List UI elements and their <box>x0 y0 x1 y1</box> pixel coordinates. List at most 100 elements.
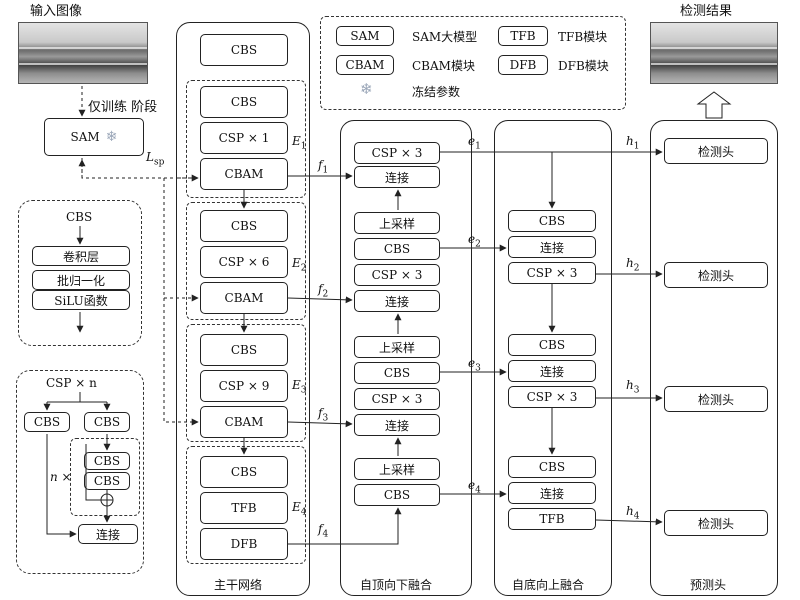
td-concat-2: 连接 <box>354 290 440 312</box>
e4-out-label: e4 <box>468 478 481 496</box>
legend-snowflake-icon: ❄ <box>360 80 373 98</box>
train-only-note: 仅训练 阶段 <box>88 100 158 115</box>
h3-label: h3 <box>626 378 640 396</box>
legend-dfb-key: DFB <box>498 55 548 75</box>
stage1-cbs: CBS <box>200 86 288 118</box>
detection-head-4: 检测头 <box>664 510 768 536</box>
csp-repeat-label: n × <box>50 470 72 484</box>
result-up-arrow <box>696 91 732 119</box>
stage1-cbam: CBAM <box>200 158 288 190</box>
td-upsample-2: 上采样 <box>354 336 440 358</box>
e3-label: E3 <box>292 378 307 396</box>
sam-label: SAM <box>70 130 100 144</box>
detection-head-3: 检测头 <box>664 386 768 412</box>
legend <box>320 16 626 110</box>
legend-sam-key: SAM <box>336 26 394 46</box>
detection-head-1: 检测头 <box>664 138 768 164</box>
legend-sam-desc: SAM大模型 <box>412 30 478 44</box>
e3-out-label: e3 <box>468 356 481 374</box>
backbone-stage-3 <box>186 324 306 442</box>
f3-label: f3 <box>318 406 329 424</box>
csp-detail-panel <box>16 370 144 574</box>
h1-label: h1 <box>626 134 640 152</box>
td-csp3-2: CSP × 3 <box>354 264 440 286</box>
silu-box: SiLU函数 <box>32 290 130 310</box>
csp-concat-box: 连接 <box>78 524 138 544</box>
backbone-stage-1 <box>186 80 306 198</box>
legend-tfb-desc: TFB模块 <box>558 30 608 44</box>
e2-out-label: e2 <box>468 232 481 250</box>
bu-csp3-1: CSP × 3 <box>508 262 596 284</box>
td-upsample-3: 上采样 <box>354 458 440 480</box>
csp-detail-title: CSP × n <box>46 376 97 390</box>
snowflake-icon: ❄ <box>105 129 118 145</box>
f2-label: f2 <box>318 282 329 300</box>
bu-concat-3: 连接 <box>508 482 596 504</box>
heads-column <box>650 120 778 596</box>
conv-layer-box: 卷积层 <box>32 246 130 266</box>
legend-tfb-key: TFB <box>498 26 548 46</box>
backbone-stage-4 <box>186 446 306 564</box>
e2-label: E2 <box>292 256 307 274</box>
csp-inner-cbs-2: CBS <box>84 472 130 490</box>
stage3-cbam: CBAM <box>200 406 288 438</box>
stage4-dfb: DFB <box>200 528 288 560</box>
e1-label: E1 <box>292 134 307 152</box>
td-csp3-3: CSP × 3 <box>354 388 440 410</box>
stage4-cbs: CBS <box>200 456 288 488</box>
stage2-cbam: CBAM <box>200 282 288 314</box>
legend-frozen-desc: 冻结参数 <box>412 85 461 99</box>
csp-cbs-right: CBS <box>84 412 130 432</box>
e4-label: E4 <box>292 500 307 518</box>
h4-label: h4 <box>626 504 640 522</box>
stage3-cbs: CBS <box>200 334 288 366</box>
stage3-csp: CSP × 9 <box>200 370 288 402</box>
cbs-detail-title: CBS <box>66 210 93 224</box>
td-upsample-1: 上采样 <box>354 212 440 234</box>
lsp-label: Lsp <box>146 150 165 168</box>
csp-cbs-left: CBS <box>24 412 70 432</box>
bu-csp3-2: CSP × 3 <box>508 386 596 408</box>
csp-inner-cbs-1: CBS <box>84 452 130 470</box>
topdown-column <box>340 120 472 596</box>
legend-cbam-desc: CBAM模块 <box>412 59 475 73</box>
td-cbs-2: CBS <box>354 362 440 384</box>
result-image <box>650 22 778 84</box>
bottomup-label: 自底向上融合 <box>512 578 585 592</box>
stage2-cbs: CBS <box>200 210 288 242</box>
csp-bottleneck-group <box>70 438 140 516</box>
stage4-tfb: TFB <box>200 492 288 524</box>
td-concat-1: 连接 <box>354 166 440 188</box>
f4-label: f4 <box>318 522 329 540</box>
heads-label: 预测头 <box>690 578 727 592</box>
td-cbs-1: CBS <box>354 238 440 260</box>
td-concat-3: 连接 <box>354 414 440 436</box>
backbone-column <box>176 22 310 596</box>
bu-tfb: TFB <box>508 508 596 530</box>
sam-model-box: SAM ❄ <box>44 118 144 156</box>
legend-cbam-key: CBAM <box>336 55 394 75</box>
bu-cbs-3: CBS <box>508 456 596 478</box>
td-csp3-1: CSP × 3 <box>354 142 440 164</box>
legend-dfb-desc: DFB模块 <box>558 59 609 73</box>
detection-head-2: 检测头 <box>664 262 768 288</box>
topdown-label: 自顶向下融合 <box>360 578 433 592</box>
bottomup-column <box>494 120 612 596</box>
cbs-detail-panel <box>18 200 142 346</box>
stage1-csp: CSP × 1 <box>200 122 288 154</box>
result-image-title: 检测结果 <box>680 4 733 19</box>
f1-label: f1 <box>318 158 329 176</box>
td-cbs-3: CBS <box>354 484 440 506</box>
batchnorm-box: 批归一化 <box>32 270 130 290</box>
bu-concat-1: 连接 <box>508 236 596 258</box>
e1-out-label: e1 <box>468 134 481 152</box>
input-image <box>18 22 148 84</box>
input-image-title: 输入图像 <box>30 4 83 19</box>
backbone-top-cbs: CBS <box>200 34 288 66</box>
stage2-csp: CSP × 6 <box>200 246 288 278</box>
bu-cbs-2: CBS <box>508 334 596 356</box>
backbone-label: 主干网络 <box>214 578 263 592</box>
bu-concat-2: 连接 <box>508 360 596 382</box>
h2-label: h2 <box>626 256 640 274</box>
